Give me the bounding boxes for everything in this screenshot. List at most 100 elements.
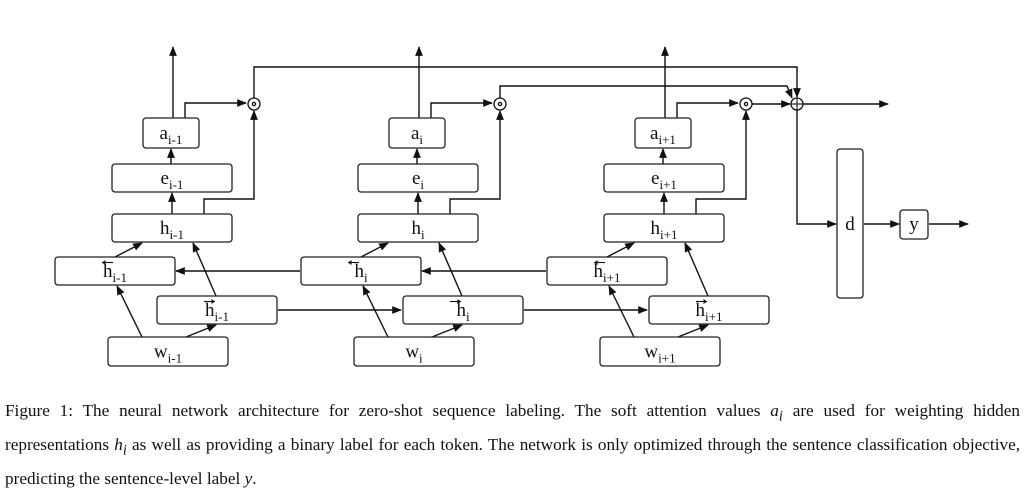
edge-attention-to-multiply-curr bbox=[430, 99, 493, 118]
bwd-hidden-next: hi+1 bbox=[546, 256, 668, 286]
hidden-curr-label-sub: i bbox=[421, 227, 425, 242]
edge-hidden-to-multiply-prev bbox=[203, 110, 258, 214]
energy-curr: ei bbox=[357, 163, 479, 193]
fwd-hidden-curr-label: hi bbox=[456, 300, 470, 324]
edge-word-to-fwd-next bbox=[677, 324, 709, 338]
bwd-hidden-prev-label: hi-1 bbox=[103, 261, 127, 285]
edge-multiply-curr-to-sum bbox=[499, 85, 793, 99]
multiply-op-curr bbox=[493, 97, 507, 111]
attention-prev-label-sub: i-1 bbox=[168, 132, 182, 147]
caption-math-h-base: h bbox=[114, 434, 123, 454]
fwd-hidden-next-arrow-accent bbox=[696, 299, 707, 304]
word-next: wi+1 bbox=[599, 336, 721, 367]
word-next-label-sub: i+1 bbox=[658, 351, 675, 366]
edge-bwd-to-hidden-next bbox=[606, 242, 635, 258]
fwd-hidden-prev-label-base: h bbox=[205, 300, 215, 321]
hidden-next-label-base: h bbox=[651, 218, 661, 239]
fwd-hidden-next-label-base: h bbox=[696, 300, 706, 321]
edge-word-to-bwd-next bbox=[608, 285, 635, 338]
fwd-hidden-curr-label-sub: i bbox=[466, 309, 470, 324]
energy-prev-label-base: e bbox=[161, 168, 169, 189]
bwd-hidden-next-arrow-accent bbox=[594, 260, 605, 265]
caption-math-a-sub: i bbox=[778, 408, 783, 425]
fwd-hidden-next-label: hi+1 bbox=[696, 300, 723, 324]
attention-curr-label-base: a bbox=[411, 123, 420, 144]
energy-next-label: ei+1 bbox=[651, 168, 677, 192]
attention-prev-label-base: a bbox=[160, 123, 169, 144]
word-curr: wi bbox=[353, 336, 475, 367]
energy-prev-label-sub: i-1 bbox=[169, 177, 183, 192]
energy-curr-label: ei bbox=[412, 168, 424, 192]
edge-attention-to-multiply-prev bbox=[184, 99, 247, 118]
word-curr-label-sub: i bbox=[419, 351, 423, 366]
edge-hidden-to-multiply-curr bbox=[449, 110, 504, 214]
edge-bwd-to-hidden-prev bbox=[114, 242, 143, 258]
edge-hidden-to-multiply-next bbox=[695, 110, 750, 214]
multiply-op-next bbox=[739, 97, 753, 111]
hidden-prev-label: hi-1 bbox=[160, 218, 184, 242]
architecture-diagram: wi-1hi-1hi-1hi-1ei-1ai-1wihihihieiaiwi+1… bbox=[54, 46, 969, 367]
attention-next-label-base: a bbox=[650, 123, 659, 144]
output-label-node: y bbox=[899, 209, 929, 240]
bwd-hidden-curr-label-sub: i bbox=[364, 270, 368, 285]
energy-next: ei+1 bbox=[603, 163, 725, 193]
hidden-curr: hi bbox=[357, 213, 479, 243]
edge-multiply-prev-to-sum bbox=[253, 66, 801, 98]
bwd-hidden-next-label-sub: i+1 bbox=[603, 270, 620, 285]
hidden-curr-label: hi bbox=[411, 218, 425, 242]
bwd-hidden-curr-label: hi bbox=[354, 261, 368, 285]
caption-math-h: hi bbox=[114, 434, 127, 458]
hidden-prev: hi-1 bbox=[111, 213, 233, 243]
figure-caption: Figure 1: The neural network architectur… bbox=[5, 397, 1020, 492]
fwd-hidden-next-label-sub: i+1 bbox=[705, 309, 722, 324]
sum-op bbox=[790, 97, 804, 111]
fwd-hidden-curr: hi bbox=[402, 295, 524, 325]
bwd-hidden-prev: hi-1 bbox=[54, 256, 176, 286]
energy-prev-label: ei-1 bbox=[161, 168, 184, 192]
bwd-hidden-prev-label-base: h bbox=[103, 261, 113, 282]
energy-next-label-base: e bbox=[651, 168, 659, 189]
word-next-label: wi+1 bbox=[644, 342, 675, 366]
word-curr-label-base: w bbox=[405, 342, 419, 363]
decision-node-label: d bbox=[845, 214, 855, 235]
energy-prev: ei-1 bbox=[111, 163, 233, 193]
attention-next-label: ai+1 bbox=[650, 123, 676, 147]
caption-math-h-sub: i bbox=[122, 442, 127, 459]
output-label-node-label: y bbox=[909, 214, 919, 235]
word-next-label-base: w bbox=[644, 342, 658, 363]
word-prev-label-sub: i-1 bbox=[168, 351, 182, 366]
fwd-hidden-prev: hi-1 bbox=[156, 295, 278, 325]
edge-word-to-fwd-prev bbox=[185, 324, 217, 338]
bwd-hidden-prev-arrow-accent bbox=[102, 260, 113, 265]
bwd-hidden-prev-label-sub: i-1 bbox=[113, 270, 127, 285]
edge-word-to-bwd-curr bbox=[362, 285, 389, 338]
bwd-hidden-next-label-base: h bbox=[594, 261, 604, 282]
fwd-hidden-prev-label: hi-1 bbox=[205, 300, 229, 324]
fwd-hidden-prev-arrow-accent bbox=[204, 299, 215, 304]
edge-attention-to-multiply-next bbox=[676, 99, 739, 118]
caption-math-a-base: a bbox=[770, 401, 779, 420]
caption-text-4: . bbox=[252, 468, 257, 488]
edge-word-to-bwd-prev bbox=[116, 285, 143, 338]
fwd-hidden-next: hi+1 bbox=[648, 295, 770, 325]
hidden-next: hi+1 bbox=[603, 213, 725, 243]
edge-word-to-fwd-curr bbox=[431, 324, 463, 338]
word-prev-label-base: w bbox=[154, 342, 168, 363]
energy-next-label-sub: i+1 bbox=[659, 177, 676, 192]
word-curr-label: wi bbox=[405, 342, 423, 366]
energy-curr-label-sub: i bbox=[420, 177, 424, 192]
attention-next-label-sub: i+1 bbox=[658, 132, 675, 147]
hidden-prev-label-base: h bbox=[160, 218, 170, 239]
caption-text-1: Figure 1: The neural network architectur… bbox=[5, 401, 771, 420]
attention-curr-label-sub: i bbox=[419, 132, 423, 147]
hidden-next-label: hi+1 bbox=[651, 218, 678, 242]
decision-node: d bbox=[836, 148, 864, 299]
caption-text-3: as well as providing a binary label for … bbox=[5, 434, 1020, 488]
bwd-hidden-curr-arrow-accent bbox=[348, 260, 359, 265]
caption-math-a: ai bbox=[770, 401, 783, 424]
bwd-hidden-next-label: hi+1 bbox=[594, 261, 621, 285]
attention-prev-label: ai-1 bbox=[160, 123, 183, 147]
edge-fwd-to-hidden-prev bbox=[192, 242, 217, 297]
edge-fwd-to-hidden-next bbox=[684, 242, 709, 297]
edge-sum-to-d bbox=[796, 110, 837, 228]
